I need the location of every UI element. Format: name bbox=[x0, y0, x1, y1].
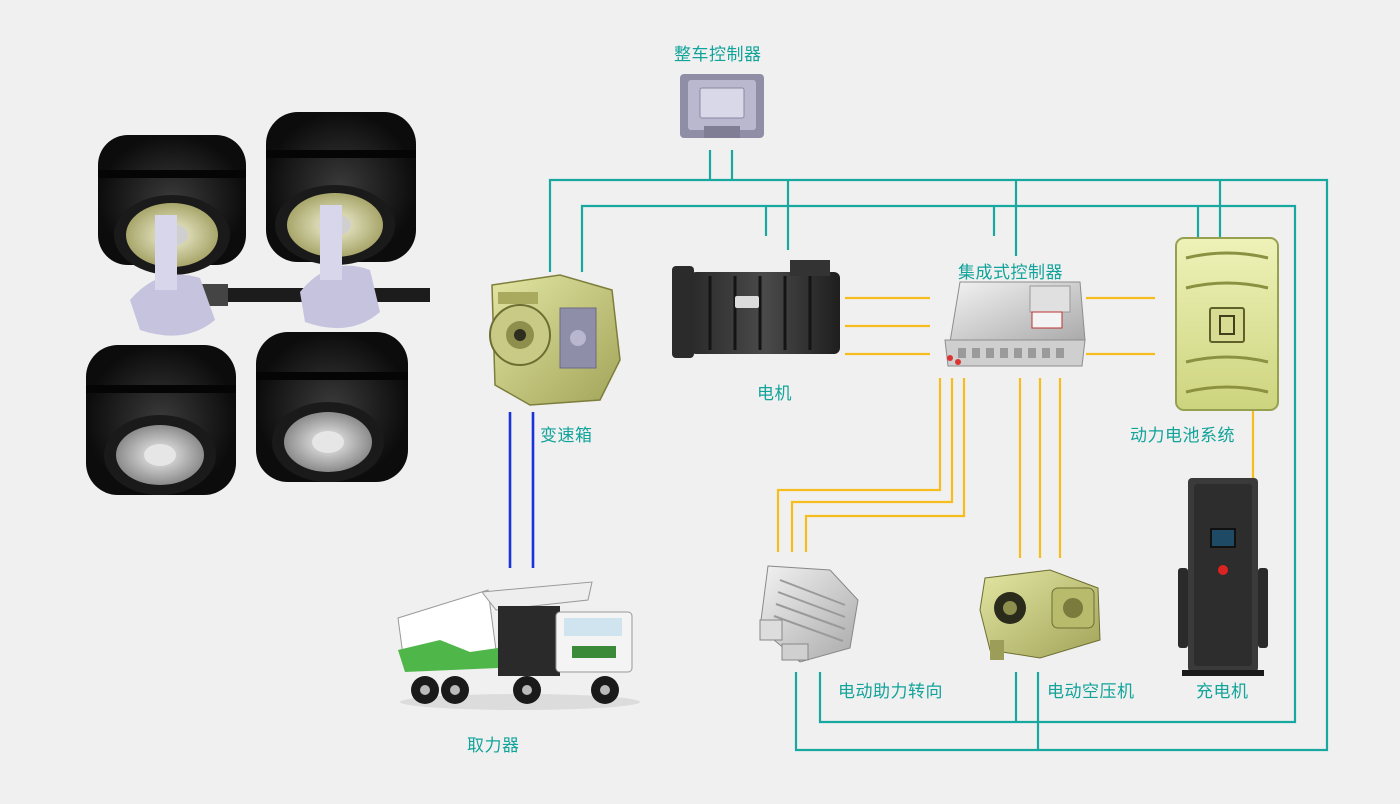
battery-system-label: 动力电池系统 bbox=[1130, 426, 1235, 446]
battery-pack-icon bbox=[1175, 237, 1279, 411]
power-lines bbox=[776, 296, 1255, 560]
air-compressor-icon bbox=[979, 569, 1101, 660]
motor-icon bbox=[672, 260, 840, 358]
integrated-controller-icon bbox=[944, 281, 1086, 367]
gearbox-label: 变速箱 bbox=[540, 426, 593, 446]
vcu-icon bbox=[680, 74, 764, 138]
motor-label: 电机 bbox=[757, 384, 792, 404]
charger-label: 充电机 bbox=[1196, 682, 1249, 702]
mechanical-lines bbox=[508, 412, 535, 568]
air-compressor-label: 电动空压机 bbox=[1047, 682, 1135, 702]
pto-label: 取力器 bbox=[467, 736, 520, 756]
integrated-controller-label: 集成式控制器 bbox=[958, 263, 1063, 283]
eps-label: 电动助力转向 bbox=[838, 682, 943, 702]
charger-station-icon bbox=[1178, 478, 1268, 676]
axle-wheels-icon bbox=[86, 112, 430, 495]
steering-pump-icon bbox=[759, 565, 859, 663]
can-bus-lines bbox=[548, 150, 1329, 752]
dump-truck-icon bbox=[397, 581, 640, 710]
gearbox-icon bbox=[489, 274, 621, 406]
vcu-label: 整车控制器 bbox=[674, 45, 762, 65]
